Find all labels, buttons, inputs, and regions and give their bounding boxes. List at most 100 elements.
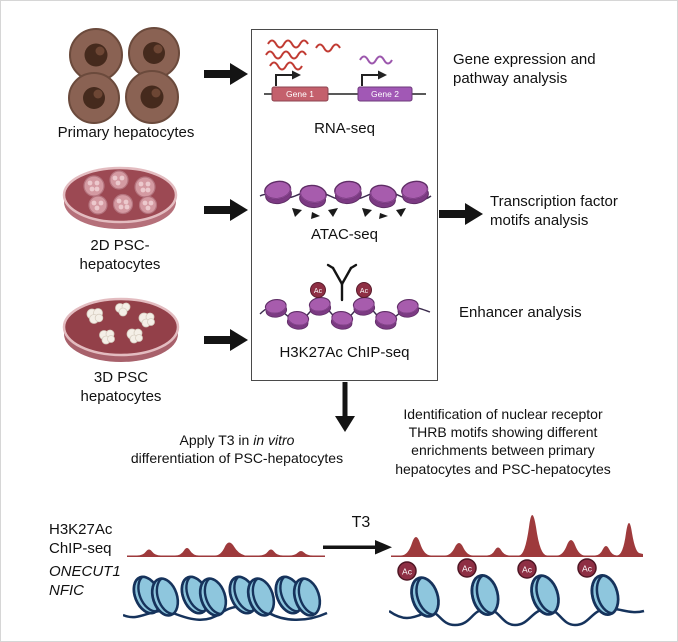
ac-mark: Ac bbox=[397, 561, 417, 581]
dish-2d-label-line1: 2D PSC- bbox=[90, 237, 150, 254]
hepatocyte-cell bbox=[69, 28, 123, 82]
ac-mark: Ac bbox=[517, 559, 537, 579]
svg-text:Ac: Ac bbox=[402, 567, 413, 577]
t3-arrow bbox=[323, 538, 393, 556]
arrow-3d-to-box bbox=[204, 329, 248, 351]
gene1-box: Gene 1 bbox=[271, 70, 329, 102]
arrow-primary-to-box bbox=[204, 63, 248, 85]
dish-3d-label-line1: 3D PSC bbox=[93, 369, 149, 386]
svg-text:Ac: Ac bbox=[314, 288, 323, 295]
assay-box: Gene 1 Gene 2 RNA-seq bbox=[251, 29, 438, 381]
identification-text: Identification of nuclear receptor THRB … bbox=[359, 405, 647, 478]
organoids bbox=[86, 302, 155, 345]
identification-line4: hepatocytes and PSC-hepatocytes bbox=[395, 460, 611, 477]
psc-colonies bbox=[83, 170, 158, 215]
nucleosome-icon bbox=[405, 572, 445, 622]
chip-seq-label: H3K27Ac ChIP-seq bbox=[279, 344, 410, 361]
nucleosome-icon bbox=[263, 297, 289, 320]
arrow-box-down bbox=[334, 382, 356, 432]
nfic-label: NFIC bbox=[49, 581, 84, 599]
petri-dish-2d-icon bbox=[62, 166, 178, 229]
svg-text:Ac: Ac bbox=[522, 565, 533, 575]
rna-seq-label: RNA-seq bbox=[314, 120, 375, 137]
t3-label: T3 bbox=[351, 514, 371, 531]
hepatocyte-cells-icon bbox=[68, 27, 180, 124]
promoter-arrow bbox=[361, 74, 379, 86]
chip-track-left bbox=[127, 531, 325, 557]
svg-text:Ac: Ac bbox=[462, 564, 473, 574]
arrow-box-to-tf bbox=[439, 203, 483, 225]
arrow-2d-to-box bbox=[204, 199, 248, 221]
right-arrow-icon bbox=[375, 540, 392, 555]
apply-t3-italic: in vitro bbox=[253, 432, 295, 448]
right-arrow-icon bbox=[204, 329, 248, 351]
identification-line2: THRB motifs showing different bbox=[408, 424, 598, 441]
apply-t3-text: Apply T3 in in vitro differentiation of … bbox=[113, 431, 361, 467]
track-label-line1: H3K27Ac bbox=[49, 521, 113, 538]
right-arrow-icon bbox=[204, 63, 248, 85]
ac-mark: Ac bbox=[577, 558, 597, 578]
dish-2d-label-line2: hepatocytes bbox=[79, 255, 161, 273]
nucleosome-icon bbox=[525, 570, 565, 620]
gene2-label: Gene 2 bbox=[371, 89, 399, 99]
chip-seq-illustration: Ac Ac bbox=[258, 258, 433, 340]
track-label: H3K27Ac ChIP-seq bbox=[49, 521, 144, 559]
colony-cells bbox=[87, 175, 154, 211]
hepatocyte-cell bbox=[125, 70, 179, 124]
dish-2d-illustration bbox=[61, 159, 179, 233]
nucleosome-icon bbox=[466, 571, 504, 619]
svg-text:Ac: Ac bbox=[360, 288, 369, 295]
nucleosome-icon bbox=[332, 179, 364, 206]
nucleosome-icon bbox=[586, 571, 624, 619]
down-arrow-icon bbox=[335, 416, 355, 432]
apply-t3-prefix: Apply T3 in bbox=[179, 432, 254, 448]
tf-motifs-label: Transcription factor motifs analysis bbox=[490, 193, 655, 231]
atac-seq-label: ATAC-seq bbox=[311, 226, 378, 243]
ac-mark: Ac bbox=[356, 282, 372, 298]
tn5-cut-marks bbox=[292, 208, 406, 219]
promoter-arrow bbox=[275, 74, 293, 86]
open-chromatin-illustration: Ac Ac Ac Ac bbox=[389, 551, 645, 635]
gene-expression-line1: Gene expression and bbox=[453, 51, 596, 68]
right-arrow-icon bbox=[439, 203, 483, 225]
gene-expression-line2: pathway analysis bbox=[453, 69, 568, 87]
primary-hepatocytes-illustration bbox=[56, 27, 196, 125]
hepatocyte-cell bbox=[68, 72, 120, 124]
identification-line3: enrichments between primary bbox=[411, 442, 595, 459]
svg-text:Ac: Ac bbox=[582, 564, 593, 574]
right-arrow-icon bbox=[204, 199, 248, 221]
petri-dish-3d-icon bbox=[62, 297, 180, 362]
enhancer-analysis-label: Enhancer analysis bbox=[459, 304, 582, 321]
nucleosome-icon bbox=[367, 182, 399, 211]
identification-line1: Identification of nuclear receptor bbox=[403, 406, 603, 422]
rna-seq-illustration: Gene 1 Gene 2 bbox=[260, 36, 430, 118]
ac-mark: Ac bbox=[310, 282, 326, 298]
hepatocyte-cell bbox=[128, 27, 180, 79]
closed-chromatin-illustration bbox=[123, 553, 328, 635]
primary-hepatocytes-label: Primary hepatocytes bbox=[57, 124, 195, 141]
nucleosome-icon bbox=[297, 183, 329, 210]
gene1-label: Gene 1 bbox=[286, 89, 314, 99]
nucleosome-icon bbox=[285, 309, 311, 332]
dish-3d-label: 3D PSC hepatocytes bbox=[41, 369, 201, 407]
nucleosome-icon bbox=[351, 295, 377, 318]
apply-t3-line2: differentiation of PSC-hepatocytes bbox=[130, 450, 344, 467]
apply-t3-line1: Apply T3 in in vitro bbox=[113, 431, 361, 449]
nucleosome-icon bbox=[329, 309, 355, 332]
gene-expression-label: Gene expression and pathway analysis bbox=[453, 51, 638, 89]
ac-mark: Ac bbox=[457, 558, 477, 578]
antibody-icon bbox=[326, 263, 358, 302]
gene-names-label: ONECUT1 NFIC bbox=[49, 563, 144, 601]
dish-2d-label: 2D PSC- hepatocytes bbox=[40, 237, 200, 275]
gene2-box: Gene 2 bbox=[357, 70, 413, 102]
atac-seq-illustration bbox=[258, 166, 433, 224]
nucleosome-icon bbox=[262, 178, 294, 207]
dish-3d-illustration bbox=[61, 289, 181, 367]
onecut1-label: ONECUT1 bbox=[49, 563, 121, 580]
tf-motifs-line1: Transcription factor bbox=[490, 193, 618, 210]
mrna-red-squiggles bbox=[265, 39, 341, 71]
tf-motifs-line2: motifs analysis bbox=[490, 211, 589, 229]
nucleosome-icon bbox=[395, 297, 421, 320]
mrna-purple-squiggle bbox=[359, 55, 393, 65]
